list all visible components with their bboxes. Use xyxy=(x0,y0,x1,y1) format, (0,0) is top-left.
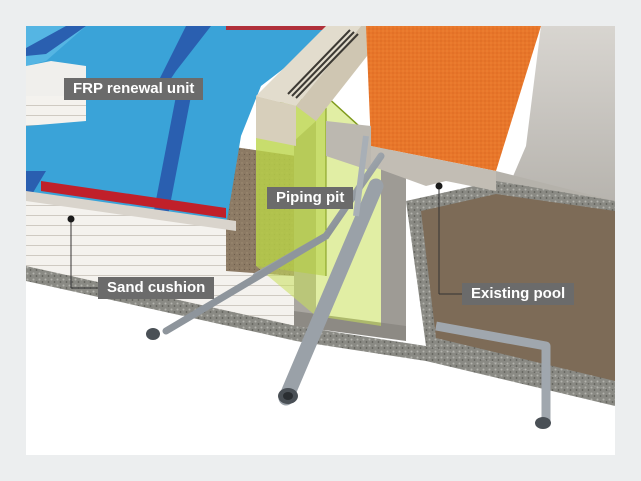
label-frp-renewal-unit: FRP renewal unit xyxy=(64,78,204,100)
lane-line xyxy=(26,26,86,56)
label-sand-cushion: Sand cushion xyxy=(98,277,215,299)
label-existing-pool: Existing pool xyxy=(462,283,575,305)
pipes xyxy=(146,135,551,429)
existing-pool-dot xyxy=(435,182,443,190)
sand-cushion-dot xyxy=(67,215,75,223)
red-stripe xyxy=(41,181,226,218)
pool-cross-section-illustration: FRP renewal unit Piping pit Sand cushion… xyxy=(26,26,615,455)
label-piping-pit: Piping pit xyxy=(267,187,354,209)
orange-deck xyxy=(366,26,541,171)
cross-section-drawing xyxy=(26,26,615,455)
